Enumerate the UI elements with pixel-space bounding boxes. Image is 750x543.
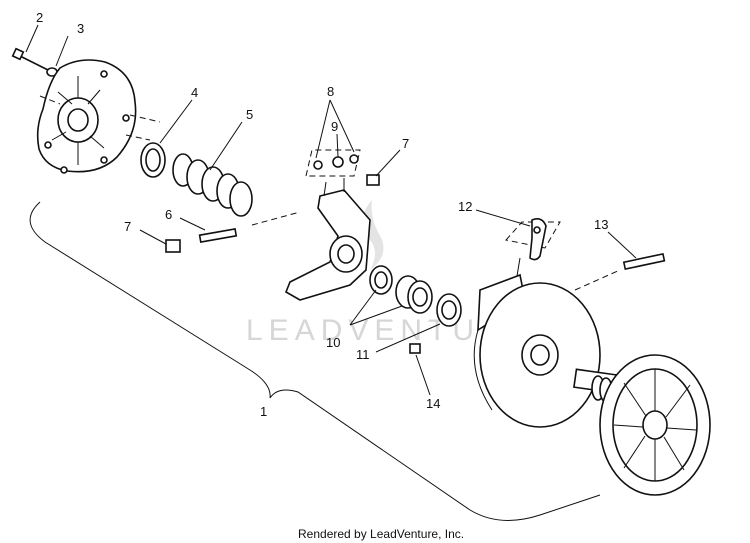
callout-6: 6: [165, 207, 172, 222]
part-4-bushing: [140, 142, 166, 178]
callout-3: 3: [77, 21, 84, 36]
callout-14: 14: [426, 396, 440, 411]
part-2-bolt: [11, 47, 49, 71]
part-10-bushing-set: [369, 265, 433, 314]
callout-10: 10: [326, 335, 340, 350]
callout-12: 12: [458, 199, 472, 214]
part-shaft: [573, 368, 617, 403]
part-cover-plate: [36, 59, 137, 174]
part-13-pin: [622, 252, 666, 271]
callout-8: 8: [327, 84, 334, 99]
callout-9: 9: [331, 119, 338, 134]
part-12-weight: [505, 218, 561, 283]
part-14-nut: [409, 343, 421, 354]
part-7-nut-right: [366, 174, 380, 186]
part-spider-arm: [284, 178, 371, 301]
part-9-washers: [305, 149, 361, 177]
part-7-nut-left: [165, 239, 181, 253]
footer-credit: Rendered by LeadVenture, Inc.: [298, 527, 464, 541]
part-11-bushing: [436, 293, 462, 327]
leader-lines: [25, 24, 637, 396]
assembly-bracket: [29, 201, 601, 521]
part-6-pin: [198, 228, 238, 244]
callout-1: 1: [260, 404, 267, 419]
part-fixed-sheave: [599, 354, 711, 496]
callout-13: 13: [594, 217, 608, 232]
callout-11: 11: [356, 347, 370, 362]
callout-4: 4: [191, 85, 198, 100]
callout-5: 5: [246, 107, 253, 122]
callout-2: 2: [36, 10, 43, 25]
part-sheave: [473, 273, 601, 428]
callout-7-right: 7: [402, 136, 409, 151]
part-5-spring: [172, 153, 253, 217]
callout-7-left: 7: [124, 219, 131, 234]
